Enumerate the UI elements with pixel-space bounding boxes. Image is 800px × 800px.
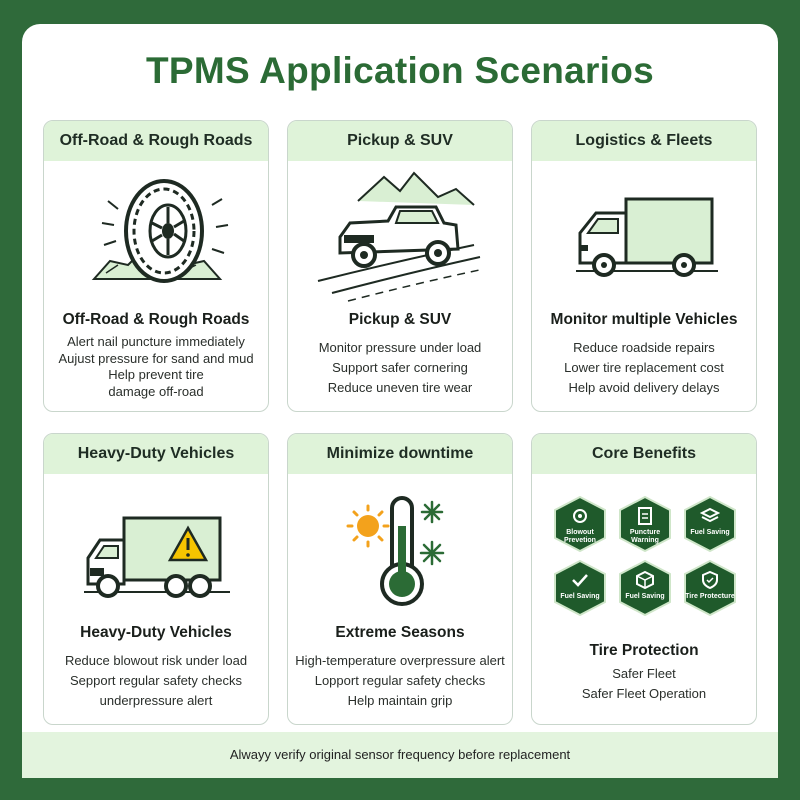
card-header: Minimize downtime: [288, 434, 512, 474]
tire-icon: [44, 161, 268, 309]
check-badge-icon: [572, 574, 588, 587]
card-lines: Reduce blowout risk under load Sepport r…: [44, 651, 268, 711]
card-core-benefits: Core Benefits Blowout Prevetion Puncture…: [531, 433, 757, 725]
card-line: Help maintain grip: [347, 693, 453, 708]
pickup-truck-icon: [288, 161, 512, 309]
card-lines: Reduce roadside repairs Lower tire repla…: [532, 338, 756, 398]
card-line: High-temperature overpressure alert: [295, 653, 505, 668]
badge-fuel-saving-3: Fuel Saving: [619, 560, 671, 616]
badge-label: Fuel Saving: [560, 593, 600, 600]
card-subtitle: Monitor multiple Vehicles: [550, 311, 738, 328]
card-line: Lopport regular safety checks: [314, 673, 486, 688]
card-line: Monitor pressure under load: [318, 340, 482, 355]
card-line: Help prevent tire: [108, 367, 204, 382]
card-header: Logistics & Fleets: [532, 121, 756, 161]
card-line: Lower tire replacement cost: [564, 360, 724, 375]
badge-fuel-saving: Fuel Saving: [684, 496, 736, 552]
gear-icon: [573, 509, 587, 523]
card-header: Core Benefits: [532, 434, 756, 474]
benefit-badges: Blowout Prevetion Puncture Warning Fuel …: [532, 474, 756, 642]
card-header: Off-Road & Rough Roads: [44, 121, 268, 161]
shield-icon: [702, 570, 718, 590]
card-line: Aujust pressure for sand and mud: [58, 350, 254, 366]
snowflake-icon: [419, 500, 445, 566]
card-lines: Monitor pressure under load Support safe…: [288, 338, 512, 398]
document-icon: [638, 507, 652, 525]
thermometer-icon: [288, 474, 512, 622]
layers-icon: [700, 507, 720, 523]
card-subtitle: Off-Road & Rough Roads: [62, 311, 250, 328]
card-pickup-suv: Pickup & SUV Pickup & SUV Monitor pressu…: [287, 120, 513, 412]
card-line: Support safer cornering: [332, 360, 468, 375]
card-subtitle: Pickup & SUV: [348, 311, 452, 328]
card-lines: Safer Fleet Safer Fleet Operation: [532, 664, 756, 704]
card-logistics-fleets: Logistics & Fleets Monitor multiple Vehi…: [531, 120, 757, 412]
card-off-road: Off-Road & Rough Roads Off-Road & R: [43, 120, 269, 412]
card-line: damage off-road: [108, 383, 204, 399]
card-header: Pickup & SUV: [288, 121, 512, 161]
card-line: Reduce uneven tire wear: [327, 380, 473, 395]
card-extreme-seasons: Minimize downtime: [287, 433, 513, 725]
badge-label: Tire Protecture: [685, 593, 735, 600]
footer-note: Alwayy verify original sensor frequency …: [22, 732, 778, 778]
card-line: Help avoid delivery delays: [568, 380, 720, 395]
card-subtitle: Tire Protection: [589, 642, 699, 659]
card-header: Heavy-Duty Vehicles: [44, 434, 268, 474]
card-line: Alert nail puncture immediately: [67, 334, 245, 349]
box-icon: [636, 570, 654, 590]
card-line: underpressure alert: [99, 693, 213, 708]
badge-tire-protection: Tire Protecture: [684, 560, 736, 616]
card-lines: High-temperature overpressure alert Lopp…: [288, 651, 512, 711]
card-lines: Alert nail puncture immediately Aujust p…: [44, 334, 268, 400]
badge-label: Fuel Saving: [690, 529, 730, 536]
card-line: Reduce roadside repairs: [573, 340, 715, 355]
badge-puncture-warning: Puncture Warning: [619, 496, 671, 552]
badge-label: Fuel Saving: [625, 593, 665, 600]
sun-icon: [346, 504, 390, 548]
card-heavy-duty: Heavy-Duty Vehicles Heavy-Duty Vehicles …: [43, 433, 269, 725]
badge-label: Puncture Warning: [629, 529, 661, 544]
card-line: Safer Fleet: [612, 666, 676, 681]
badge-fuel-saving-2: Fuel Saving: [554, 560, 606, 616]
badge-label: Blowout Prevetion: [564, 529, 596, 544]
delivery-van-icon: [532, 161, 756, 309]
card-subtitle: Heavy-Duty Vehicles: [80, 624, 232, 641]
heavy-truck-icon: [44, 474, 268, 622]
page-title: TPMS Application Scenarios: [145, 50, 655, 91]
card-subtitle: Extreme Seasons: [335, 624, 465, 641]
card-line: Sepport regular safety checks: [70, 673, 242, 688]
card-line: Safer Fleet Operation: [581, 686, 707, 701]
card-line: Reduce blowout risk under load: [64, 653, 248, 668]
badge-blowout-prevention: Blowout Prevetion: [554, 496, 606, 552]
